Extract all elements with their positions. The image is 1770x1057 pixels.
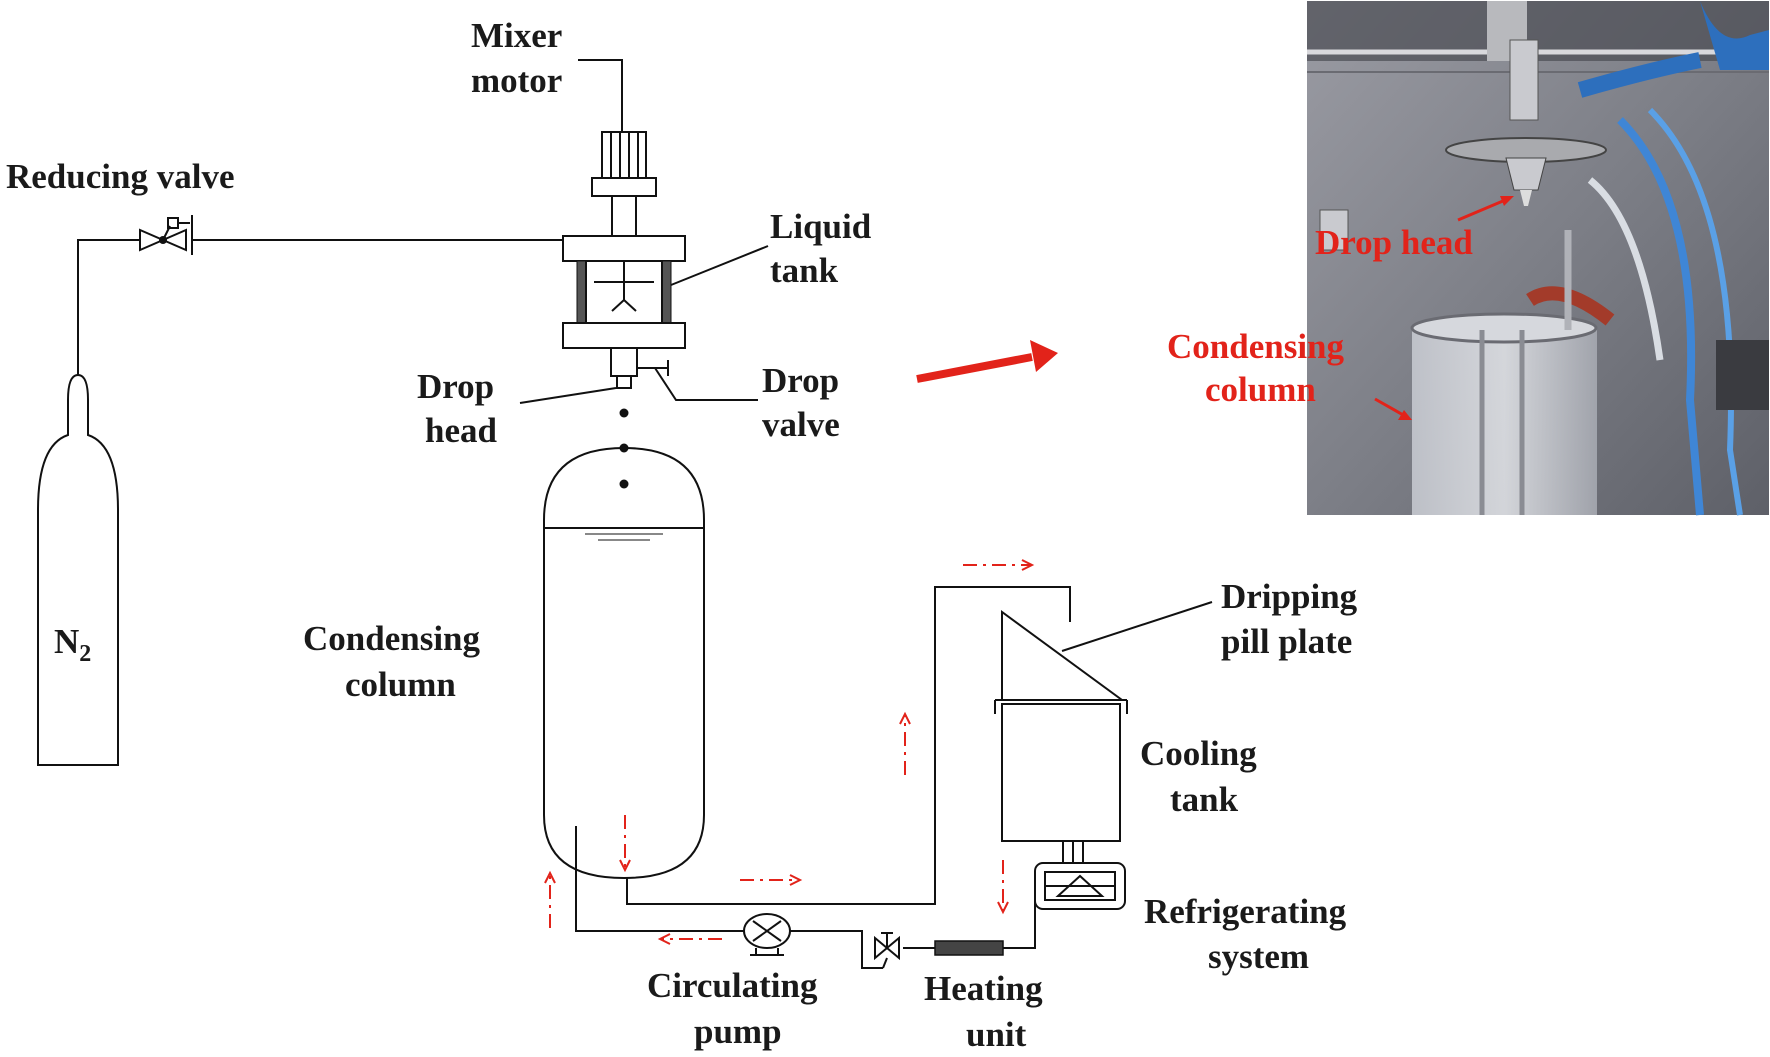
pump-outlet-pipe bbox=[790, 930, 883, 969]
mixer-motor-symbol bbox=[591, 131, 657, 237]
drop-head-label: Drop head bbox=[417, 367, 503, 450]
dripping-pill-plate-label: Dripping pill plate bbox=[1221, 577, 1366, 661]
cooling-tank-label: Cooling tank bbox=[1140, 734, 1265, 819]
column-outlet-pipe bbox=[626, 586, 1071, 905]
apparatus-photo: Drop head Condensing column bbox=[1167, 1, 1769, 516]
reducing-valve-symbol bbox=[139, 215, 193, 255]
heating-unit-label: Heating unit bbox=[924, 969, 1051, 1054]
reducing-valve-label: Reducing valve bbox=[6, 157, 234, 196]
heating-unit-symbol bbox=[934, 940, 1004, 956]
n2-symbol: N bbox=[54, 622, 79, 661]
refrigerating-system-label: Refrigerating system bbox=[1144, 892, 1355, 976]
circulation-valve-symbol bbox=[874, 932, 900, 969]
circulating-pump-label: Circulating pump bbox=[647, 966, 826, 1051]
drop-valve-label: Drop valve bbox=[762, 361, 848, 444]
photo-condensing-column-label: Condensing column bbox=[1167, 327, 1353, 409]
liquid-tank-leader bbox=[670, 245, 769, 286]
return-pipe bbox=[575, 826, 745, 932]
drop-valve-symbol bbox=[637, 360, 669, 376]
n2-supply-line bbox=[77, 239, 140, 375]
condensing-column-label: Condensing column bbox=[303, 619, 489, 704]
dripping-pill-plate-leader bbox=[1061, 601, 1213, 652]
liquid-tank-label: Liquid tank bbox=[770, 207, 880, 290]
liquid-tank-symbol bbox=[562, 235, 686, 389]
cooling-tank-symbol bbox=[994, 699, 1128, 842]
inlet-pipe bbox=[903, 882, 1036, 949]
mixer-motor-leader bbox=[578, 59, 623, 132]
n2-gas-cylinder: N2 bbox=[37, 373, 119, 766]
condensing-column-symbol bbox=[543, 446, 705, 880]
circulating-pump-symbol bbox=[743, 913, 791, 956]
photo-drop-head-label: Drop head bbox=[1315, 223, 1473, 262]
mixer-motor-label: Mixer motor bbox=[471, 16, 570, 100]
dripping-pill-plate-symbol bbox=[1001, 610, 1126, 701]
refrigerating-system-symbol bbox=[1034, 841, 1126, 910]
svg-text:N2: N2 bbox=[54, 622, 91, 667]
photo-pointer-arrow bbox=[916, 340, 1058, 383]
flow-arrows bbox=[544, 559, 1035, 945]
n2-subscript: 2 bbox=[79, 641, 91, 667]
drop-valve-leader bbox=[654, 367, 758, 401]
drop-head-leader bbox=[519, 387, 617, 404]
